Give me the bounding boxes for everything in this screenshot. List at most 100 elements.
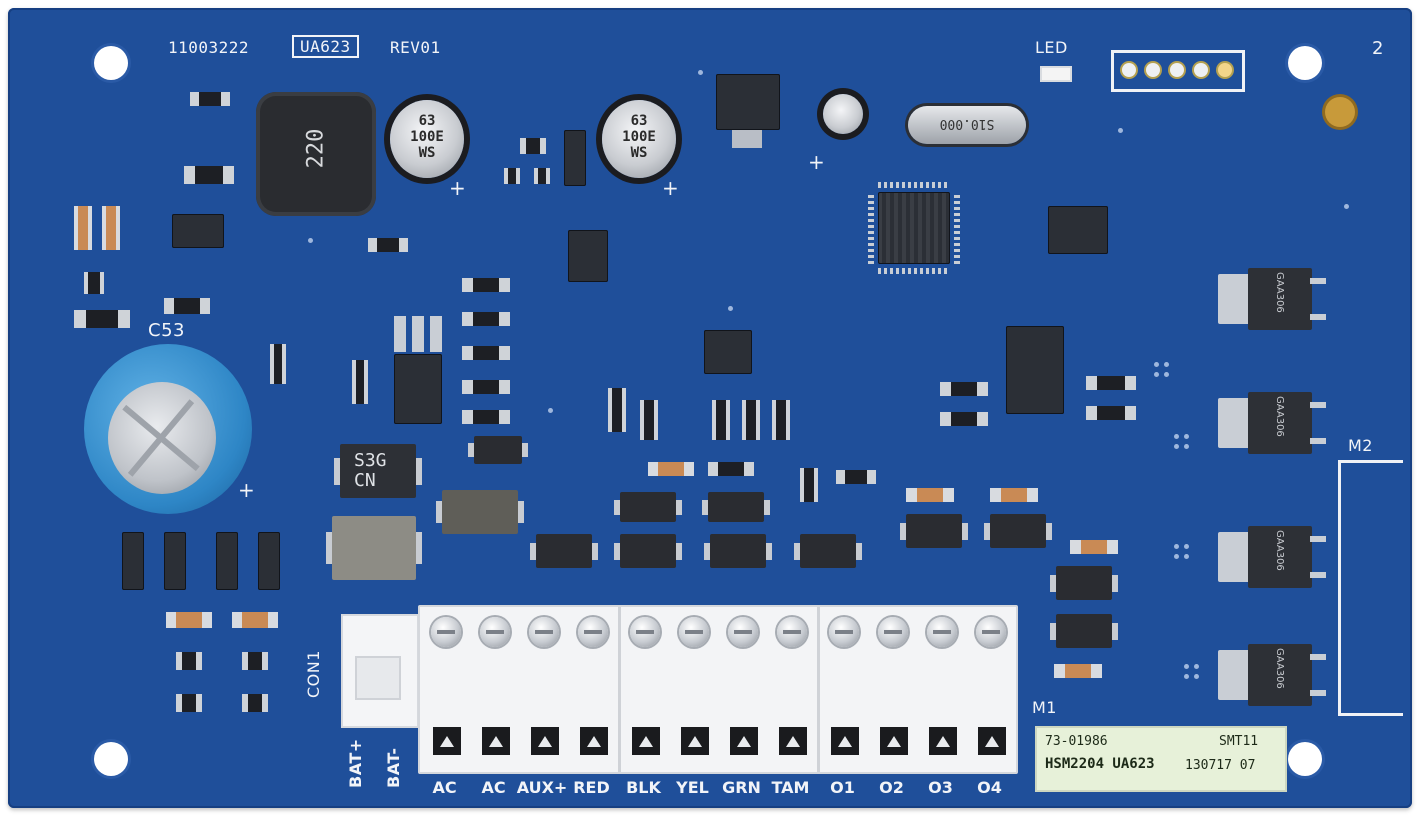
smd-diode	[614, 492, 682, 522]
m2-outline	[1338, 460, 1403, 716]
smd-diode	[794, 534, 862, 568]
via	[1184, 554, 1189, 559]
screw-icon[interactable]	[529, 617, 559, 647]
terminal-label: AC	[432, 778, 457, 797]
terminal-ac-1[interactable]	[422, 607, 471, 772]
header-pin	[1146, 63, 1160, 77]
wire-slot[interactable]	[433, 727, 461, 755]
via	[1184, 664, 1189, 669]
m2-label: M2	[1348, 436, 1373, 455]
header-pin	[1122, 63, 1136, 77]
voltage-regulator	[716, 74, 780, 130]
mosfet-marking: GAA306	[1274, 396, 1285, 437]
bat-minus-label: BAT-	[384, 747, 403, 788]
screw-icon[interactable]	[976, 617, 1006, 647]
terminal-ac-2[interactable]	[471, 607, 520, 772]
smd-resistor	[242, 652, 268, 670]
diode-large	[326, 516, 422, 580]
electrolytic-capacitor: 63 100E WS	[602, 100, 676, 178]
wire-slot[interactable]	[580, 727, 608, 755]
smd-resistor	[164, 298, 210, 314]
terminal-tam[interactable]	[768, 607, 817, 772]
smd-resistor	[1086, 376, 1136, 390]
via	[1174, 444, 1179, 449]
screw-icon[interactable]	[927, 617, 957, 647]
smd-resistor	[352, 360, 369, 404]
wire-slot[interactable]	[779, 727, 807, 755]
via	[1174, 434, 1179, 439]
via	[1174, 554, 1179, 559]
screw-icon[interactable]	[431, 617, 461, 647]
screw-icon[interactable]	[679, 617, 709, 647]
wire-slot[interactable]	[482, 727, 510, 755]
header-pin	[1170, 63, 1184, 77]
revision-label: REV01	[390, 38, 441, 57]
terminal-red[interactable]	[569, 607, 618, 772]
screw-icon[interactable]	[829, 617, 859, 647]
terminal-o4[interactable]	[967, 607, 1016, 772]
wire-slot[interactable]	[929, 727, 957, 755]
smd-resistor	[462, 410, 510, 424]
mcu-pins	[954, 192, 960, 264]
screw-icon[interactable]	[728, 617, 758, 647]
product-label: 73-01986 SMT11 HSM2204 UA623 130717 07	[1035, 726, 1287, 792]
wire-slot[interactable]	[681, 727, 709, 755]
via	[1164, 372, 1169, 377]
wire-slot[interactable]	[730, 727, 758, 755]
smd-resistor	[462, 346, 510, 360]
crystal-marking: S10.000	[939, 116, 995, 131]
terminal-grn[interactable]	[719, 607, 768, 772]
via	[1184, 434, 1189, 439]
terminal-label: O1	[830, 778, 855, 797]
label-tag: SMT11	[1219, 734, 1259, 749]
mosfet-marking: GAA306	[1274, 648, 1285, 689]
terminal-label: BLK	[626, 778, 661, 797]
screw-icon[interactable]	[777, 617, 807, 647]
via	[1184, 674, 1189, 679]
smd-resistor	[164, 532, 186, 590]
terminal-blk[interactable]	[621, 607, 670, 772]
via	[548, 408, 553, 413]
terminal-divider	[618, 607, 621, 772]
terminal-label: O3	[928, 778, 953, 797]
smd-capacitor	[990, 488, 1038, 502]
plus-sign: +	[238, 478, 256, 502]
cap-marking: WS	[630, 145, 648, 161]
led	[1040, 66, 1072, 82]
terminal-aux-plus[interactable]	[520, 607, 569, 772]
terminal-o2[interactable]	[869, 607, 918, 772]
wire-slot[interactable]	[880, 727, 908, 755]
wire-slot[interactable]	[831, 727, 859, 755]
wire-slot[interactable]	[978, 727, 1006, 755]
smd-capacitor	[648, 462, 694, 476]
smd-resistor	[520, 138, 546, 154]
screw-icon[interactable]	[578, 617, 608, 647]
mounting-hole-top-right	[1288, 46, 1322, 80]
terminal-label: AUX+	[516, 778, 568, 797]
via	[1184, 544, 1189, 549]
screw-icon[interactable]	[480, 617, 510, 647]
wire-slot[interactable]	[531, 727, 559, 755]
ic-soic	[1006, 326, 1064, 414]
label-code: 73-01986	[1045, 734, 1108, 749]
screw-icon[interactable]	[878, 617, 908, 647]
ic-sot-leads	[394, 316, 442, 352]
led-label: LED	[1035, 38, 1068, 57]
bulk-capacitor-top	[108, 382, 216, 494]
regulator-tab	[732, 130, 762, 148]
cap-marking: 63	[418, 113, 436, 129]
terminal-o3[interactable]	[918, 607, 967, 772]
smd-resistor	[270, 344, 287, 384]
screw-icon[interactable]	[630, 617, 660, 647]
mounting-hole-top-left	[94, 46, 128, 80]
via	[1184, 444, 1189, 449]
ic-soic	[1048, 206, 1108, 254]
crystal: S10.000	[908, 106, 1026, 144]
terminal-yel[interactable]	[670, 607, 719, 772]
via	[1154, 372, 1159, 377]
terminal-label: YEL	[676, 778, 709, 797]
terminal-divider	[817, 607, 820, 772]
terminal-o1[interactable]	[820, 607, 869, 772]
wire-slot[interactable]	[632, 727, 660, 755]
smd-capacitor	[166, 612, 212, 628]
